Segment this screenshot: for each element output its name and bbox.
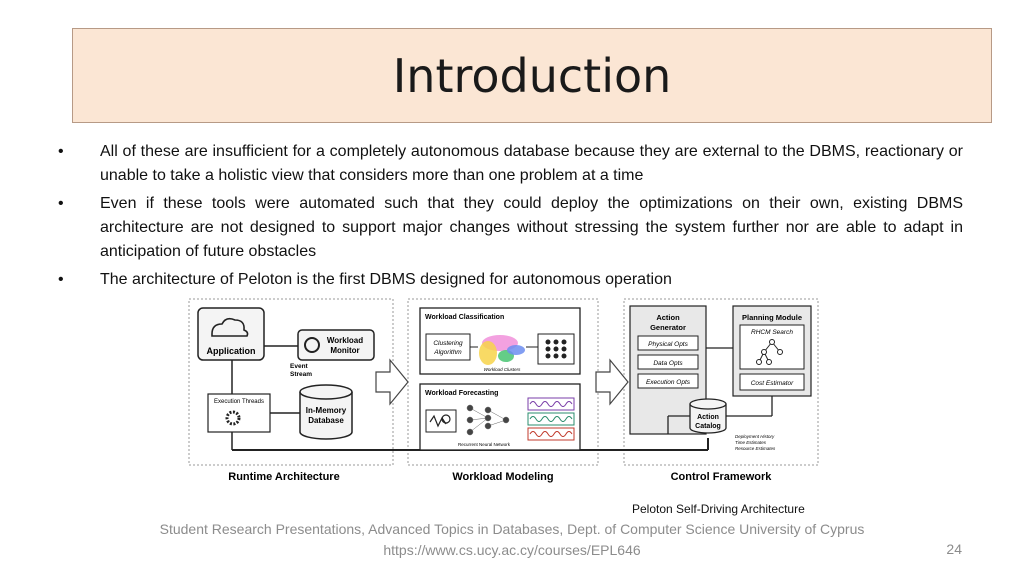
cluster-blob: [507, 345, 525, 355]
cost-estimator-box: [739, 373, 805, 391]
forecast-wave-box: [527, 427, 575, 441]
opts-label: Data Opts: [653, 360, 683, 367]
event-stream-label: Stream: [290, 371, 312, 378]
page-number: 24: [946, 541, 962, 557]
bullet-item: • Even if these tools were automated suc…: [58, 192, 963, 264]
slide-title: Introduction: [392, 48, 672, 103]
action-generator-label: Action: [656, 313, 680, 322]
neural-network-icon: [466, 404, 510, 436]
catalog-top: [689, 398, 727, 410]
event-stream-label: Event: [290, 363, 309, 370]
execution-threads-box: [207, 393, 271, 433]
clustering-label: Clustering: [433, 340, 463, 347]
footer-url: https://www.cs.ucy.ac.cy/courses/EPL646: [383, 542, 641, 558]
workload-monitor-box: [297, 329, 375, 361]
opts-box: [637, 335, 699, 351]
title-box: Introduction: [72, 28, 992, 123]
wave-icon: [529, 431, 573, 437]
database-label: In-Memory: [306, 406, 347, 415]
clustering-label: Algorithm: [433, 349, 462, 356]
action-generator-label: Generator: [650, 323, 686, 332]
execution-threads-label: Execution Threads: [214, 399, 264, 405]
database-top: [299, 384, 353, 400]
flow-arrow-icon: [375, 358, 409, 406]
peloton-architecture-diagram: Application Workload Monitor Event Strea…: [188, 298, 819, 483]
rhcm-box: [739, 324, 805, 370]
figure-caption: Peloton Self-Driving Architecture: [632, 502, 805, 516]
forecasting-label: Workload Forecasting: [425, 390, 498, 397]
opts-label: Execution Opts: [646, 379, 691, 386]
cloud-icon: [211, 317, 249, 337]
rhcm-label: RHCM Search: [751, 329, 793, 336]
footer-course-line: Student Research Presentations, Advanced…: [159, 521, 865, 537]
cost-estimator-label: Cost Estimator: [751, 380, 794, 387]
history-label: Deployment History: [735, 434, 775, 439]
catalog-label: Catalog: [695, 423, 721, 430]
workload-modeling-label: Workload Modeling: [452, 471, 553, 483]
gear-icon: [225, 410, 241, 426]
clustering-box: [425, 333, 471, 361]
bullet-symbol: •: [58, 271, 64, 288]
catalog-label: Action: [697, 414, 719, 421]
opts-label: Physical Opts: [648, 341, 688, 348]
opts-box: [637, 373, 699, 389]
wave-icon: [529, 416, 573, 422]
bullet-item: • The architecture of Peloton is the fir…: [58, 268, 963, 292]
application-box: [197, 307, 265, 361]
application-label: Application: [207, 346, 256, 356]
workload-monitor-label: Monitor: [330, 346, 359, 355]
opts-box: [637, 354, 699, 370]
forecast-wave-box: [527, 412, 575, 426]
grid-dots-icon: [545, 339, 567, 359]
forecast-wave-box: [527, 397, 575, 411]
history-label: Time Estimates: [735, 440, 767, 445]
refresh-icon: [304, 337, 320, 353]
runtime-architecture-label: Runtime Architecture: [228, 471, 339, 483]
tree-icon: [756, 339, 783, 365]
catalog-cylinder: [689, 404, 727, 434]
bullet-text: Even if these tools were automated such …: [100, 195, 963, 260]
bullet-symbol: •: [58, 143, 64, 160]
history-label: Resource Estimates: [735, 446, 776, 451]
flow-arrow-icon: [595, 358, 629, 406]
magnifier-icon: [441, 414, 451, 424]
signal-icon: [429, 414, 447, 428]
workload-monitor-label: Workload: [327, 336, 363, 345]
bullet-text: The architecture of Peloton is the first…: [100, 271, 672, 288]
database-label: Database: [308, 416, 344, 425]
control-framework-label: Control Framework: [671, 471, 773, 483]
wave-icon: [529, 401, 573, 407]
planning-module-label: Planning Module: [742, 313, 802, 322]
bullet-text: All of these are insufficient for a comp…: [100, 143, 963, 184]
bullet-item: • All of these are insufficient for a co…: [58, 140, 963, 188]
rnn-label: Recurrent Neural Network: [458, 442, 511, 447]
database-cylinder: [299, 392, 353, 440]
cluster-blob: [479, 341, 497, 365]
bullet-symbol: •: [58, 195, 64, 212]
classification-label: Workload Classification: [425, 314, 504, 321]
bullet-list: • All of these are insufficient for a co…: [58, 140, 963, 296]
clusters-label: Workload Clusters: [484, 367, 522, 372]
